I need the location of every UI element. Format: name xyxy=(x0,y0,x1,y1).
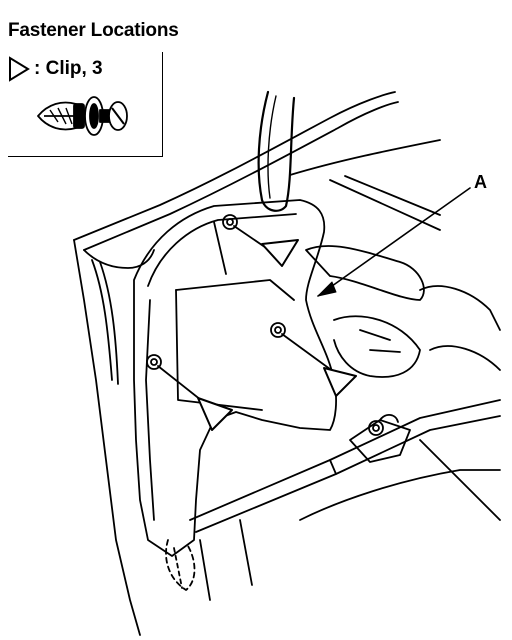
weatherstrip xyxy=(257,90,296,212)
rear-glass-edge xyxy=(73,91,396,241)
trim-panel xyxy=(133,199,337,557)
callout-a-leader xyxy=(317,187,471,297)
rear-glass-inner xyxy=(83,101,399,251)
clip-icon xyxy=(37,96,128,136)
deck-line xyxy=(289,139,441,176)
hidden-clip xyxy=(165,539,196,591)
leader-line-middle xyxy=(281,333,335,373)
quarter-panel-outer xyxy=(73,239,141,636)
fastener-hole-middle xyxy=(270,322,286,338)
triangle-marker-icon xyxy=(9,56,30,82)
legend-clip-label: : Clip, 3 xyxy=(34,58,103,79)
triangle-marker-icon xyxy=(261,239,299,267)
fastener-hole-upper xyxy=(222,214,238,230)
page-title: Fastener Locations xyxy=(8,20,179,41)
triangle-marker-icon xyxy=(323,367,357,397)
floor-sill xyxy=(189,399,501,533)
triangle-marker-icon xyxy=(197,397,233,431)
fastener-hole-lower xyxy=(146,354,162,370)
interior-detail xyxy=(305,245,425,301)
callout-a-label: A xyxy=(474,172,487,192)
legend-box xyxy=(8,52,163,157)
